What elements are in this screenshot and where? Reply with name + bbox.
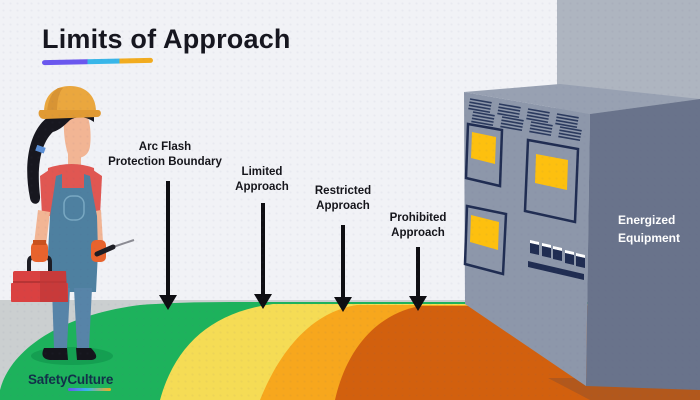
- breaker-body: [553, 249, 562, 261]
- arrow-arc-flash-boundary: [159, 181, 177, 310]
- label-line: Restricted: [314, 185, 372, 197]
- vent-group: [468, 98, 492, 114]
- breaker-cap: [530, 240, 539, 245]
- breaker-cap: [565, 250, 574, 255]
- breaker-body: [530, 243, 539, 255]
- worker-shoe-left: [42, 348, 68, 360]
- screwdriver-handle: [94, 244, 116, 257]
- arrow-shaft: [261, 203, 265, 295]
- screwdriver-shaft: [112, 239, 135, 248]
- arrow-limited-approach: [254, 203, 272, 309]
- logo-gradient-underline: [68, 388, 111, 391]
- label-arc-flash-protection-boundary: Arc Flash Protection Boundary: [108, 140, 222, 170]
- panel-window: [470, 215, 499, 250]
- cabinet-panel-frame: [463, 204, 508, 276]
- worker-forearm-left: [34, 210, 50, 246]
- toolbox-seam: [13, 281, 66, 283]
- label-restricted-approach: Restricted Approach: [315, 184, 371, 214]
- label-line: Energized: [618, 213, 676, 227]
- arrow-shaft: [166, 181, 170, 296]
- breaker-body: [542, 246, 551, 258]
- label-line: Approach: [391, 227, 445, 239]
- worker-ponytail: [27, 116, 58, 204]
- breaker-body: [565, 253, 574, 265]
- vent-group: [471, 111, 495, 127]
- hard-hat-brim: [38, 110, 101, 119]
- worker-leg-right: [74, 288, 92, 348]
- worker-leg-left: [52, 288, 70, 348]
- overalls-pocket: [63, 195, 85, 221]
- arrow-head-icon: [159, 295, 177, 310]
- arrow-head-icon: [254, 294, 272, 309]
- label-line: Prohibited: [389, 212, 447, 224]
- label-line: Equipment: [618, 230, 680, 245]
- worker-overalls: [48, 174, 98, 292]
- label-limited-approach: Limited Approach: [235, 165, 289, 195]
- arrow-head-icon: [334, 297, 352, 312]
- arrow-head-icon: [409, 296, 427, 311]
- cabinet-top-face: [464, 84, 700, 114]
- cabinet-vents: [468, 98, 582, 142]
- breaker-cap: [576, 253, 585, 258]
- breaker-switches: [528, 240, 585, 280]
- arrow-prohibited-approach: [409, 247, 427, 311]
- shirt-sleeve-left: [40, 168, 54, 216]
- page-title: Limits of Approach: [42, 24, 291, 54]
- vent-group: [529, 121, 553, 137]
- label-line: Protection Boundary: [108, 156, 222, 168]
- toolbox-shading: [40, 271, 68, 302]
- label-line: Arc Flash: [138, 141, 192, 153]
- panel-window: [471, 132, 496, 164]
- arrow-shaft: [416, 247, 420, 297]
- cabinet-side-face: [586, 99, 700, 390]
- label-line: Approach: [316, 200, 370, 212]
- vent-group: [526, 108, 550, 124]
- label-line: Approach: [235, 181, 289, 193]
- arrow-restricted-approach: [334, 225, 352, 312]
- panel-window: [535, 154, 568, 190]
- label-energized-equipment: Energized Equipment: [618, 212, 680, 247]
- label-line: Limited: [241, 166, 283, 178]
- vent-group: [497, 103, 521, 119]
- equipment-cabinet: [463, 84, 700, 390]
- breaker-rail: [528, 261, 584, 280]
- vent-group: [500, 116, 524, 132]
- vent-group: [555, 113, 579, 129]
- breaker-cap: [553, 246, 562, 251]
- cabinet-panel-frame: [464, 122, 504, 188]
- cabinet-panel-frame: [523, 138, 580, 224]
- vent-group: [558, 126, 582, 142]
- safetyculture-logo: SafetyCulture: [28, 372, 114, 387]
- hard-hat-ridge: [47, 88, 63, 112]
- glove-cuff-left: [33, 240, 46, 245]
- worker-figure: [11, 86, 135, 360]
- worker-shoe-right: [76, 348, 97, 360]
- breaker-body: [576, 256, 585, 268]
- worker-glove-left: [31, 242, 48, 262]
- label-prohibited-approach: Prohibited Approach: [390, 211, 447, 241]
- worker-face: [63, 112, 91, 158]
- arrow-shaft: [341, 225, 345, 298]
- worker-hair-tie: [35, 144, 46, 154]
- breaker-cap: [542, 243, 551, 248]
